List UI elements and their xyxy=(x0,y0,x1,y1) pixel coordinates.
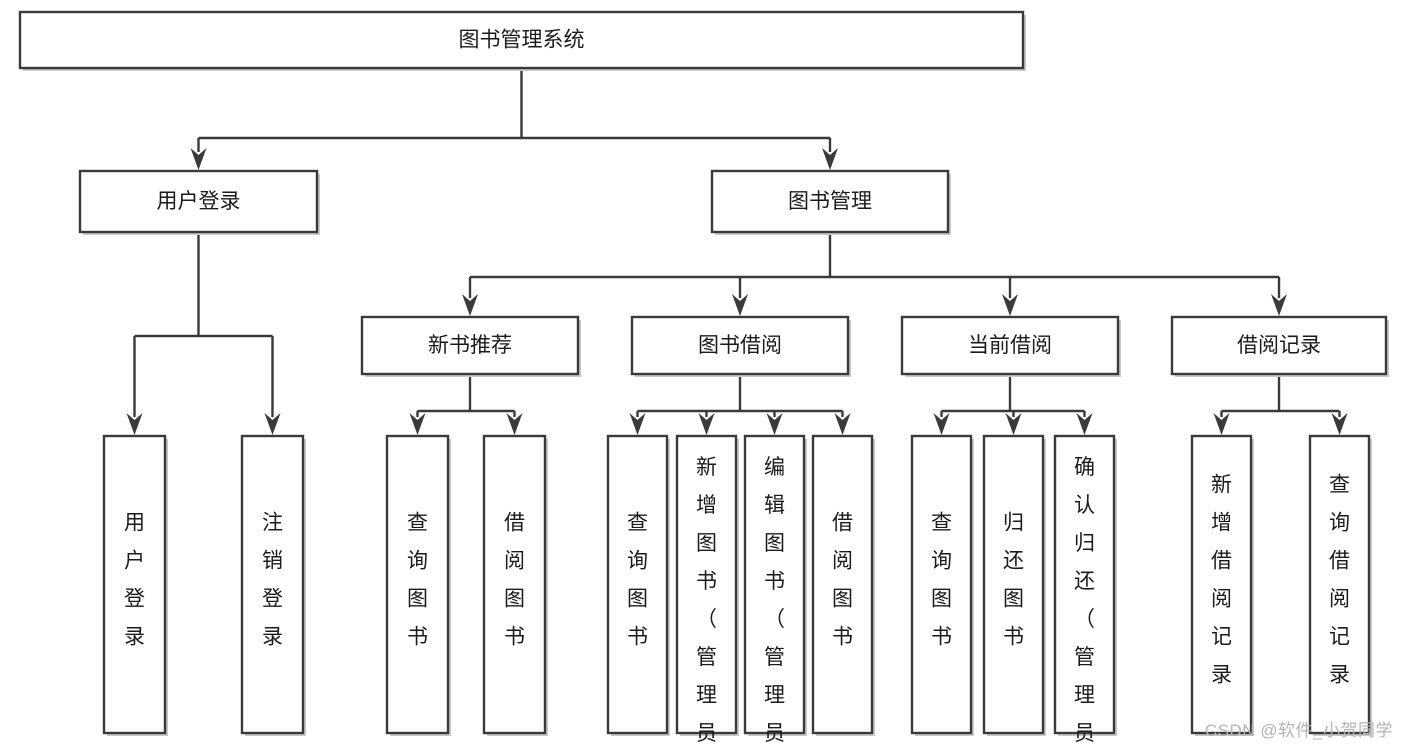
csdn-watermark: CSDN @软件_小贺同学 xyxy=(1204,721,1393,740)
node-leaf-confirm-return[interactable]: 确认归还（管理员） xyxy=(1053,434,1117,747)
node-borrow-record[interactable]: 借阅记录 xyxy=(1170,315,1389,377)
arrow-head-icon xyxy=(933,413,950,435)
node-leaf-return-book[interactable]: 归还图书 xyxy=(982,434,1046,736)
arrow-head-icon xyxy=(126,413,143,435)
node-box[interactable] xyxy=(1308,434,1371,735)
node-box[interactable] xyxy=(1053,434,1116,735)
node-box[interactable] xyxy=(982,434,1045,735)
arrow-head-icon xyxy=(1331,413,1348,435)
arrow-head-icon xyxy=(506,413,523,435)
node-label: 确认归还（管理员） xyxy=(1074,456,1095,747)
node-box[interactable] xyxy=(710,169,950,234)
arrow-head-icon xyxy=(822,148,838,170)
connector-layer xyxy=(126,68,1348,435)
node-leaf-add-record[interactable]: 新增借阅记录 xyxy=(1190,434,1254,736)
node-book-borrow[interactable]: 图书借阅 xyxy=(630,315,851,377)
node-label: 查询图书 xyxy=(627,512,648,649)
node-box[interactable] xyxy=(1170,315,1388,376)
node-box[interactable] xyxy=(78,169,319,234)
node-label: 用户登录 xyxy=(124,512,145,649)
node-new-book-rec[interactable]: 新书推荐 xyxy=(360,315,581,377)
arrow-head-icon xyxy=(1076,413,1093,435)
node-leaf-borrow-query-book[interactable]: 查询图书 xyxy=(606,434,670,736)
node-box[interactable] xyxy=(630,315,850,376)
node-box[interactable] xyxy=(811,434,874,735)
node-leaf-logout[interactable]: 注销登录 xyxy=(240,434,306,736)
node-box[interactable] xyxy=(18,10,1025,70)
node-root[interactable]: 图书管理系统 xyxy=(18,10,1026,71)
node-leaf-rec-borrow-book[interactable]: 借阅图书 xyxy=(482,434,548,736)
node-label: 查询图书 xyxy=(931,512,952,649)
node-label: 借阅图书 xyxy=(832,512,853,649)
node-leaf-rec-query-book[interactable]: 查询图书 xyxy=(385,434,451,736)
node-label: 归还图书 xyxy=(1003,512,1024,649)
node-leaf-cur-query-book[interactable]: 查询图书 xyxy=(910,434,974,736)
node-user-login[interactable]: 用户登录 xyxy=(78,169,320,235)
node-leaf-add-book[interactable]: 新增图书（管理员） xyxy=(675,434,739,747)
arrow-head-icon xyxy=(698,413,715,435)
arrow-head-icon xyxy=(732,294,748,316)
node-leaf-query-record[interactable]: 查询借阅记录 xyxy=(1308,434,1372,736)
node-box[interactable] xyxy=(482,434,547,735)
node-label: 新书推荐 xyxy=(428,334,512,357)
node-label: 图书管理系统 xyxy=(459,29,585,52)
arrow-head-icon xyxy=(1213,413,1230,435)
node-box[interactable] xyxy=(385,434,450,735)
node-box[interactable] xyxy=(240,434,305,735)
arrow-head-icon xyxy=(462,294,478,316)
node-label: 图书借阅 xyxy=(698,334,782,357)
arrow-head-icon xyxy=(629,413,646,435)
node-label: 当前借阅 xyxy=(968,334,1052,357)
arrow-head-icon xyxy=(766,413,783,435)
arrow-head-icon xyxy=(190,148,207,170)
node-layer: 图书管理系统用户登录图书管理新书推荐图书借阅当前借阅借阅记录用户登录注销登录查询… xyxy=(18,10,1389,747)
node-box[interactable] xyxy=(606,434,669,735)
node-current-borrow[interactable]: 当前借阅 xyxy=(900,315,1121,377)
arrow-head-icon xyxy=(834,413,851,435)
node-box[interactable] xyxy=(1190,434,1253,735)
node-leaf-borrow-book[interactable]: 借阅图书 xyxy=(811,434,875,736)
node-box[interactable] xyxy=(900,315,1120,376)
node-label: 图书管理 xyxy=(788,190,872,213)
node-book-manage[interactable]: 图书管理 xyxy=(710,169,951,235)
node-label: 新增借阅记录 xyxy=(1211,474,1232,687)
arrow-head-icon xyxy=(264,413,281,435)
node-box[interactable] xyxy=(743,434,806,735)
node-label: 查询图书 xyxy=(407,512,428,649)
node-box[interactable] xyxy=(102,434,167,735)
node-box[interactable] xyxy=(910,434,973,735)
node-label: 用户登录 xyxy=(157,190,241,213)
arrow-head-icon xyxy=(1005,413,1022,435)
node-label: 编辑图书（管理员） xyxy=(764,456,785,747)
node-leaf-user-login[interactable]: 用户登录 xyxy=(102,434,168,736)
arrow-head-icon xyxy=(1002,294,1018,316)
node-box[interactable] xyxy=(360,315,580,376)
node-label: 借阅记录 xyxy=(1237,334,1321,357)
node-leaf-edit-book[interactable]: 编辑图书（管理员） xyxy=(743,434,807,747)
node-label: 借阅图书 xyxy=(504,512,525,649)
arrow-head-icon xyxy=(1271,294,1287,316)
node-label: 注销登录 xyxy=(262,512,283,649)
node-label: 查询借阅记录 xyxy=(1329,474,1350,687)
node-label: 新增图书（管理员） xyxy=(696,456,717,747)
arrow-head-icon xyxy=(409,413,426,435)
node-box[interactable] xyxy=(675,434,738,735)
